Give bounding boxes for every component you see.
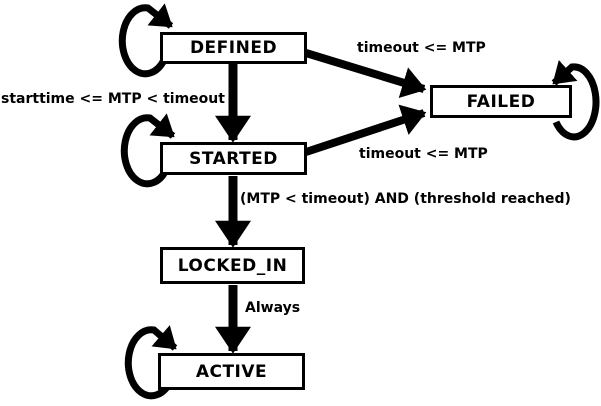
- edge-label-defined-to-failed: timeout <= MTP: [357, 40, 486, 56]
- edge-started-to-failed: [304, 104, 427, 156]
- state-failed: FAILED: [430, 85, 572, 118]
- state-started: STARTED: [160, 142, 307, 175]
- state-active: ACTIVE: [158, 353, 305, 390]
- self-loop-active: [124, 325, 178, 400]
- self-loop-failed: [551, 59, 600, 141]
- state-defined: DEFINED: [160, 32, 307, 64]
- self-loop-started: [120, 113, 176, 188]
- edge-label-defined-to-started: starttime <= MTP < timeout: [1, 91, 225, 107]
- edge-label-started-to-locked-in: (MTP < timeout) AND (threshold reached): [240, 191, 571, 207]
- edge-label-locked-in-to-active: Always: [245, 300, 301, 316]
- edge-defined-to-failed: [304, 49, 427, 99]
- state-locked-in: LOCKED_IN: [160, 247, 305, 284]
- self-loop-defined: [118, 3, 174, 78]
- edge-label-started-to-failed: timeout <= MTP: [359, 146, 488, 162]
